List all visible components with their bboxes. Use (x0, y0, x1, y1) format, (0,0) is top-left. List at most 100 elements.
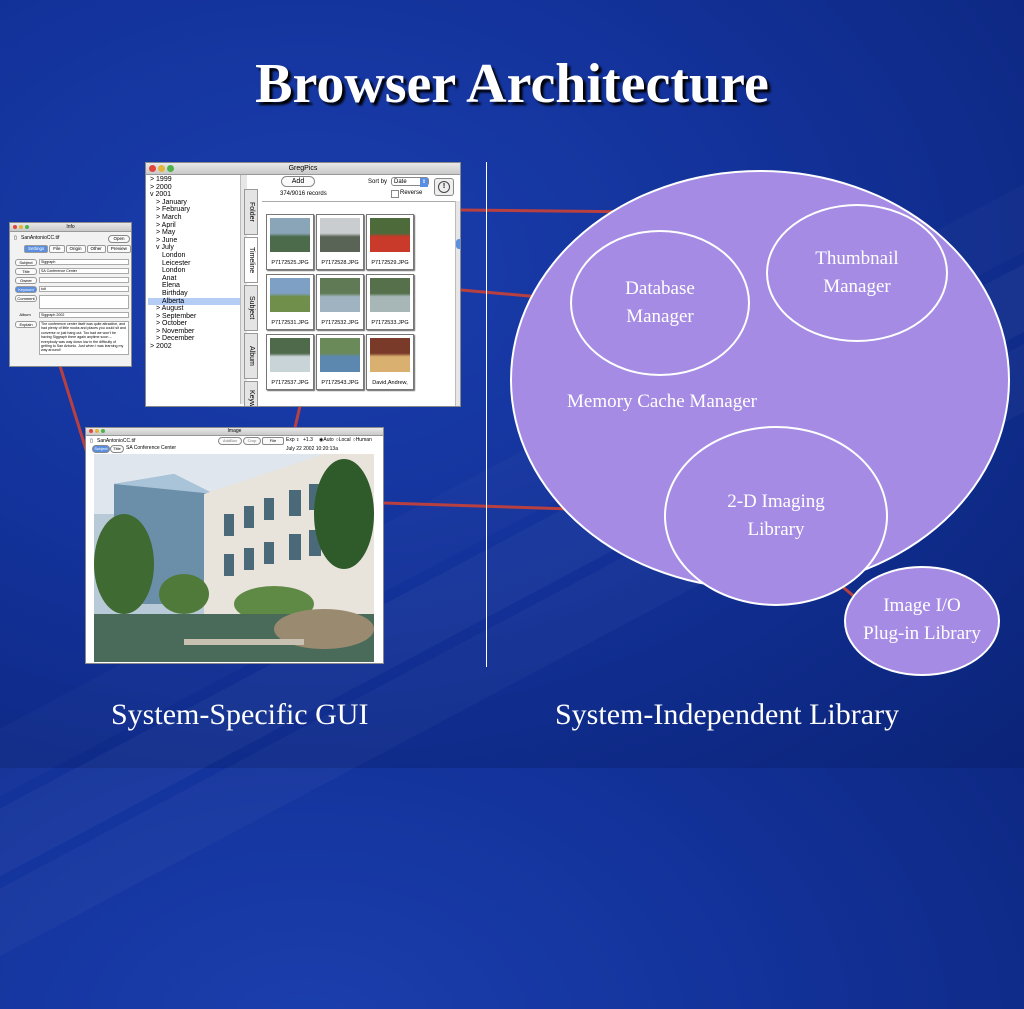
tab-subject[interactable]: Subject (244, 285, 258, 331)
tree-item[interactable]: > 2000 (150, 183, 172, 191)
tree-item[interactable]: v 2001 (150, 191, 172, 199)
info-row-label[interactable]: Owner (15, 277, 37, 284)
tree-item[interactable]: > March (156, 213, 182, 221)
tree-item[interactable]: Elena (162, 282, 180, 290)
info-row-field[interactable]: Siggraph (39, 259, 129, 265)
addbox-button[interactable]: AddBox (218, 437, 242, 445)
database-manager-line-2: Manager (626, 306, 694, 327)
info-row-field[interactable]: kdt (39, 286, 129, 292)
tree-item[interactable]: London (162, 267, 186, 275)
zoom-button[interactable] (25, 225, 29, 229)
radio-auto[interactable]: ◉Auto (319, 437, 334, 443)
thumbnail-image (320, 218, 360, 252)
subject-tag-button[interactable]: Subject (92, 445, 110, 453)
crop-button[interactable]: Crop (243, 437, 261, 445)
tab-album[interactable]: Album (244, 333, 258, 379)
tree-item[interactable]: > January (156, 198, 187, 206)
grid-scrollbar[interactable] (455, 201, 460, 406)
tree-item[interactable]: > August (156, 305, 184, 313)
exp-stepper-icon[interactable]: ⇕ (296, 437, 300, 442)
info-row-label[interactable]: Title (15, 268, 37, 275)
minimize-button[interactable] (158, 165, 165, 172)
minimize-button[interactable] (19, 225, 23, 229)
close-button[interactable] (149, 165, 156, 172)
add-button[interactable]: Add (281, 176, 315, 187)
tree-item[interactable]: Alberta (148, 297, 240, 306)
thumbnail[interactable]: P7172525.JPG (266, 214, 314, 270)
window-controls (149, 165, 176, 176)
info-row-field[interactable] (39, 277, 129, 283)
zoom-button[interactable] (167, 165, 174, 172)
info-row-field[interactable]: Siggraph 2002 (39, 312, 129, 318)
gregpics-title: GregPics (288, 165, 318, 172)
tab-file[interactable]: File (49, 245, 65, 253)
exclamation-icon: ! (438, 181, 450, 193)
close-button[interactable] (13, 225, 17, 229)
thumbnail[interactable]: P7172543.JPG (316, 334, 364, 390)
info-row-field[interactable] (39, 295, 129, 309)
slide-title: Browser Architecture (255, 53, 769, 115)
file-select[interactable]: File (262, 437, 284, 445)
reverse-checkbox[interactable] (391, 190, 399, 198)
tab-timeline[interactable]: Timeline (244, 237, 258, 283)
divider-line (486, 162, 487, 667)
tree-item[interactable]: > June (156, 236, 178, 244)
thumbnail[interactable]: P7172529.JPG (366, 214, 414, 270)
info-row-field[interactable]: SA Conference Center (39, 268, 129, 274)
tree-item[interactable]: > April (156, 221, 176, 229)
title-tag-button[interactable]: Title (110, 445, 124, 453)
thumbnail[interactable]: David,Andrew, (366, 334, 414, 390)
scroll-thumb[interactable] (456, 239, 460, 249)
info-window-titlebar[interactable]: Info (10, 223, 131, 232)
tree-item[interactable]: > November (156, 327, 195, 335)
tab-other[interactable]: Other (86, 245, 106, 253)
info-row-label[interactable]: Subject (15, 259, 37, 266)
close-button[interactable] (89, 429, 93, 433)
tree-scrollbar[interactable] (240, 175, 247, 404)
tree-item[interactable]: > February (156, 206, 191, 214)
tree-item[interactable]: > October (156, 320, 187, 328)
thumbnail[interactable]: P7172531.JPG (266, 274, 314, 330)
tab-keyword[interactable]: Keyword (244, 381, 258, 406)
info-row-field[interactable]: The conference center itself was quite a… (39, 321, 129, 355)
caption-system-independent-library: System-Independent Library (555, 698, 900, 731)
tab-folder[interactable]: Folder (244, 189, 258, 235)
thumbnail-label: P7172529.JPG (371, 260, 409, 266)
tree-item[interactable]: > December (156, 335, 195, 343)
info-button[interactable]: ! (434, 178, 454, 196)
radio-local[interactable]: ○Local (336, 437, 351, 443)
tree-item[interactable]: > September (156, 312, 197, 320)
tab-settings[interactable]: Settings (24, 245, 49, 253)
thumbnail[interactable]: P7172537.JPG (266, 334, 314, 390)
thumbnail-image (270, 218, 310, 252)
thumbnail[interactable]: P7172528.JPG (316, 214, 364, 270)
open-button[interactable]: Open (108, 235, 130, 243)
tab-origin[interactable]: Origin (65, 245, 86, 253)
tree-item[interactable]: > May (156, 229, 176, 237)
thumbnail[interactable]: P7172533.JPG (366, 274, 414, 330)
reverse-label: Reverse (400, 190, 423, 196)
tree-item[interactable]: > 2002 (150, 343, 172, 351)
records-count: 374/9016 records (280, 191, 327, 197)
thumbnail-label: P7172531.JPG (271, 320, 309, 326)
zoom-button[interactable] (101, 429, 105, 433)
tree-item[interactable]: London (162, 251, 186, 259)
thumbnail[interactable]: P7172532.JPG (316, 274, 364, 330)
tree-item[interactable]: v July (156, 244, 174, 252)
info-filename: SanAntonioCC.tif (21, 235, 60, 241)
image-titlebar[interactable]: Image (86, 428, 383, 436)
minimize-button[interactable] (95, 429, 99, 433)
sort-select[interactable]: Date ⇕ (391, 177, 429, 187)
info-row-label[interactable]: Comment (15, 295, 37, 302)
tree-item[interactable]: Birthday (162, 289, 188, 297)
info-row-label[interactable]: Explain (15, 321, 37, 328)
tree-item[interactable]: > 1999 (150, 176, 172, 183)
tab-preview[interactable]: Preview (106, 245, 131, 253)
info-row: Owner (13, 277, 131, 285)
tree-item[interactable]: Anat (162, 274, 177, 282)
info-row-label[interactable]: Keyword (15, 286, 37, 293)
radio-human[interactable]: ○Human (353, 437, 372, 443)
gregpics-titlebar[interactable]: GregPics (146, 163, 460, 175)
tree-item[interactable]: Leicester (162, 259, 191, 267)
